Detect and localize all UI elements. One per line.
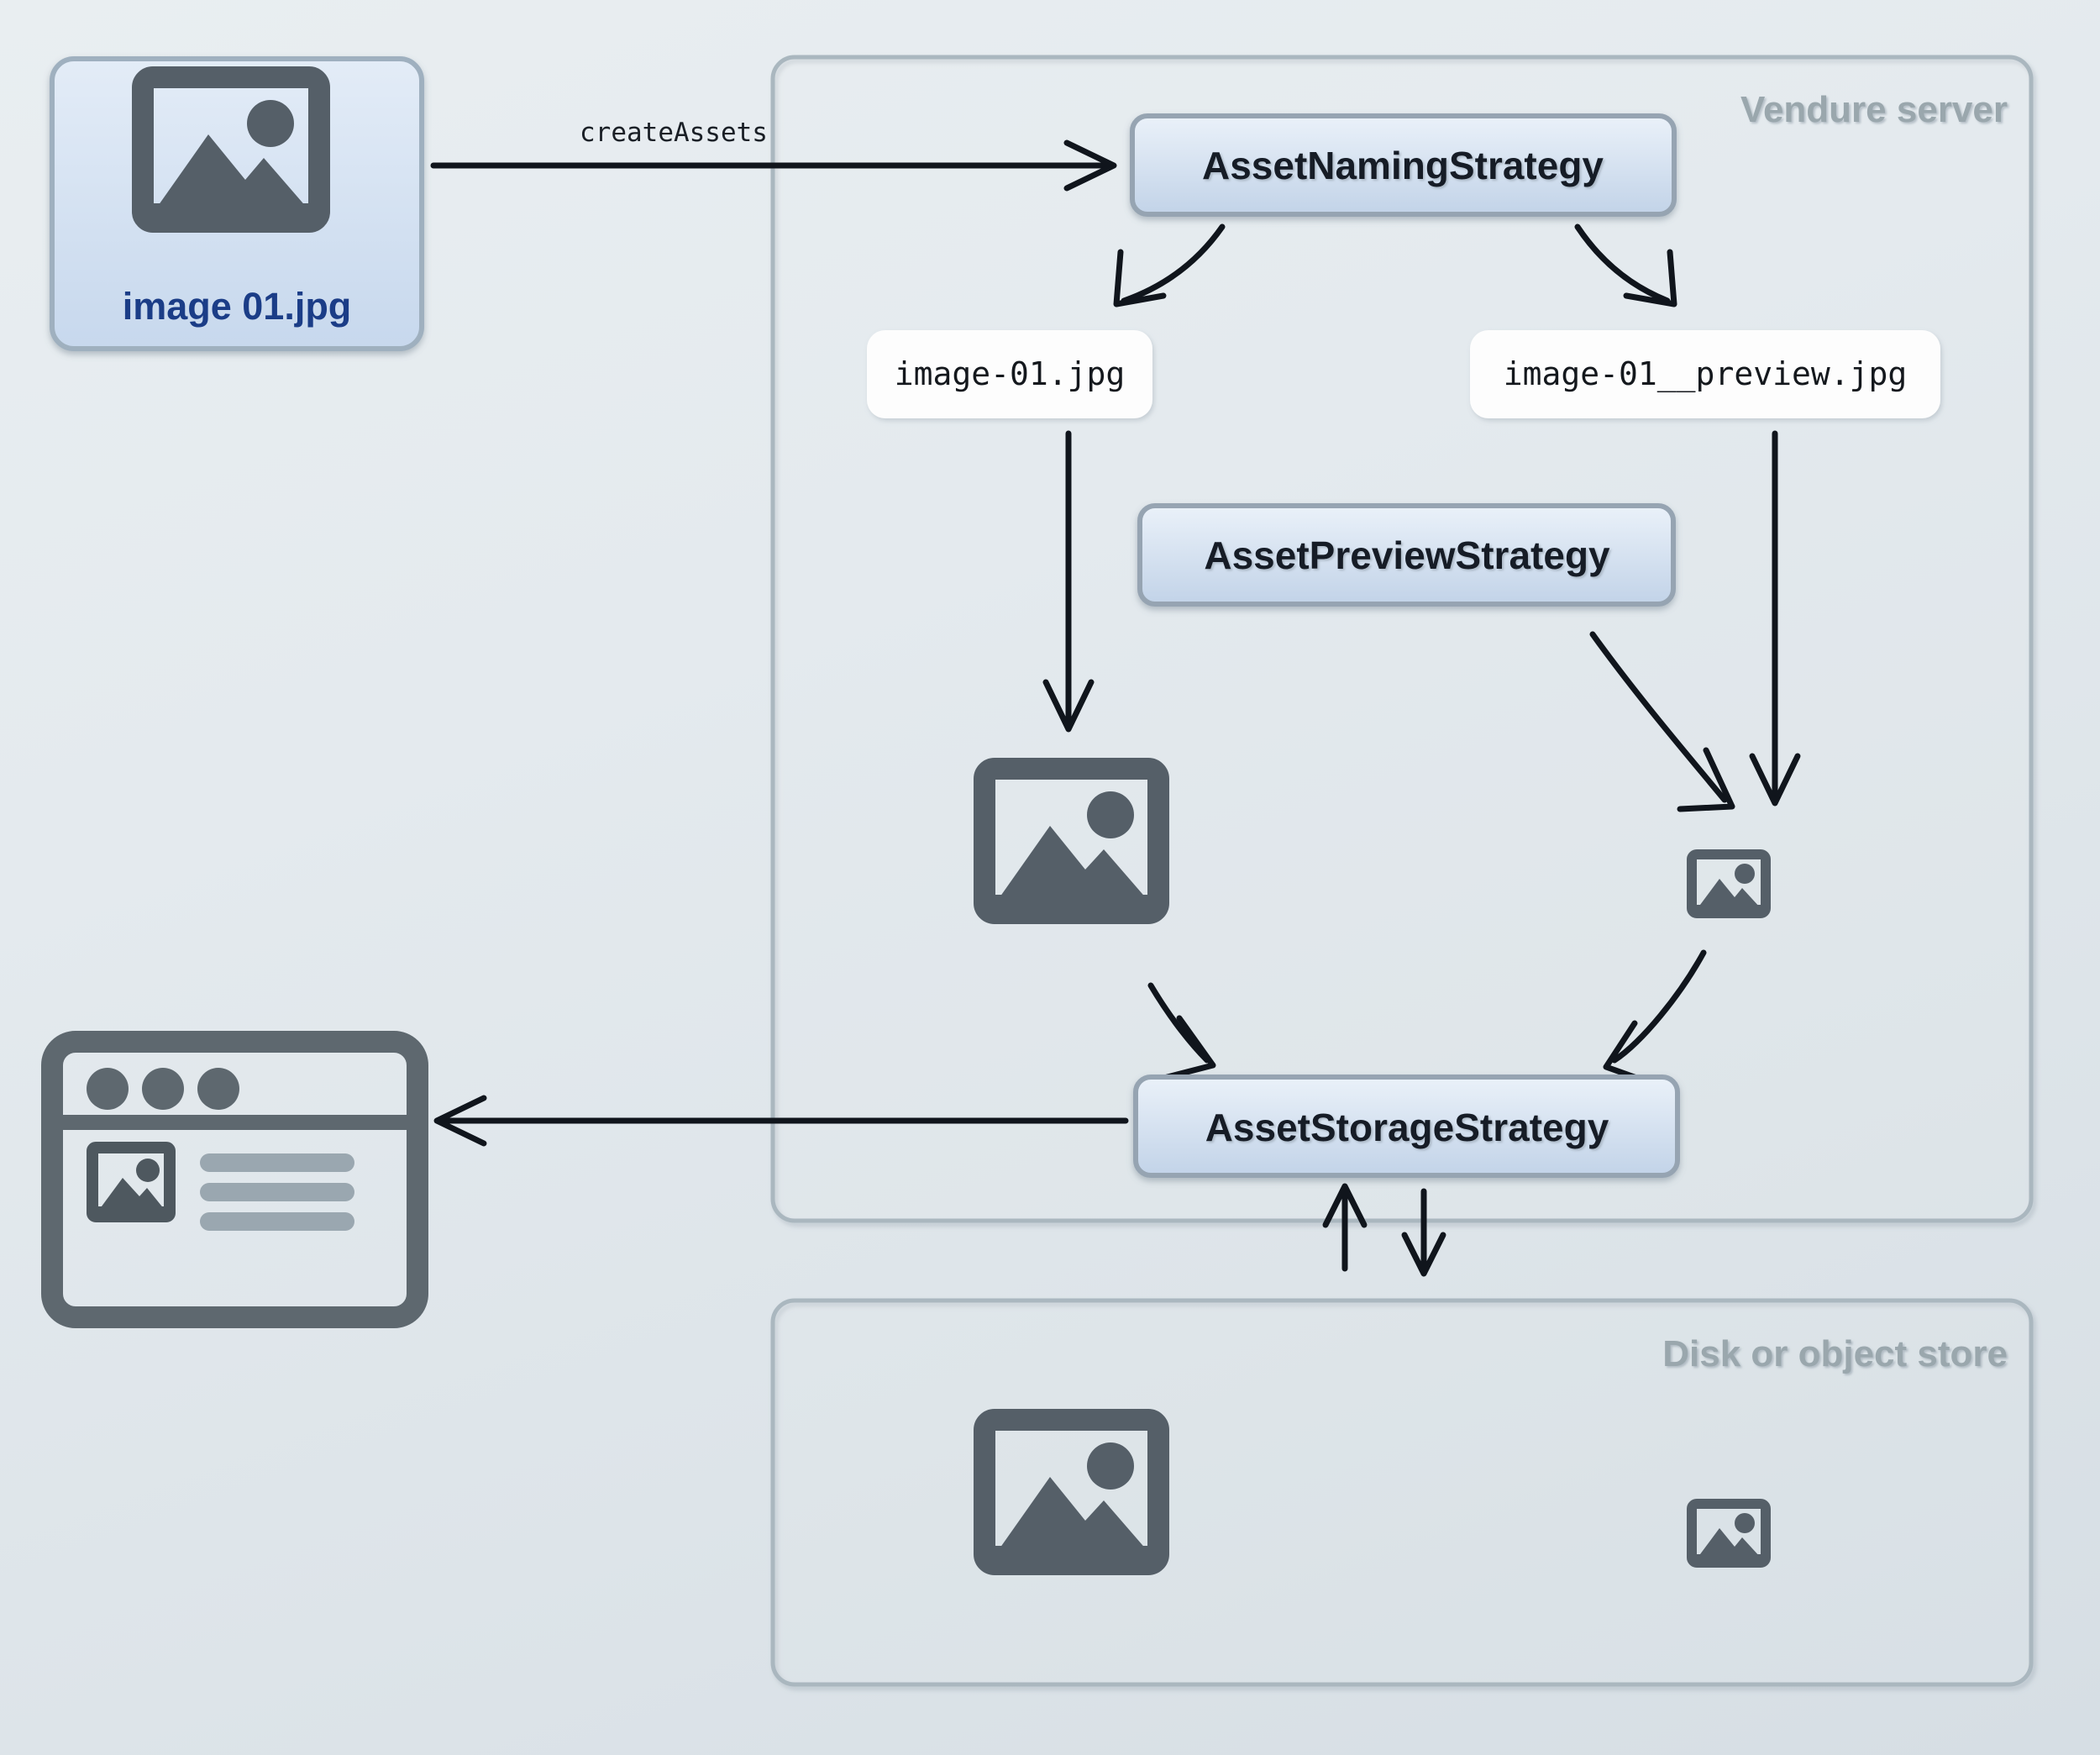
naming-to-preview-name-arrowhead	[1623, 249, 1677, 307]
browser-window-icon[interactable]	[41, 1031, 428, 1328]
browser-dot-3	[197, 1068, 239, 1110]
browser-dot-1	[87, 1068, 129, 1110]
storage-write-arrowhead	[1401, 1232, 1446, 1277]
edge-preview-strategy-to-thumb	[1589, 631, 1735, 812]
preview-name-to-thumb-arrowhead	[1749, 753, 1801, 807]
server-panel-label: Vendure server	[1740, 89, 2008, 130]
image-to-storage-arrowhead	[1161, 1015, 1216, 1081]
preview-filename-chip-bg	[1470, 330, 1940, 418]
source-filename-chip-bg	[867, 330, 1152, 418]
store-panel-label: Disk or object store	[1662, 1333, 2008, 1374]
store-image-preview	[1687, 1499, 1771, 1568]
source-asset-card[interactable]: image 01.jpg	[50, 56, 424, 351]
group-panel-server: Vendure server	[770, 55, 2034, 1223]
source-filename-label: image-01.jpg	[895, 355, 1126, 392]
edge-preview-name-to-thumb	[1749, 430, 1801, 807]
naming-to-source-name-arrowhead	[1113, 249, 1167, 307]
strategy-asset-storage[interactable]: AssetStorageStrategy	[1133, 1075, 1680, 1178]
filename-chip-source: image-01.jpg	[867, 330, 1152, 418]
thumb-to-storage-line	[1611, 949, 1707, 1064]
asset-storage-strategy-frame	[1133, 1075, 1680, 1178]
asset-storage-strategy-label: AssetStorageStrategy	[1205, 1106, 1609, 1149]
asset-preview-strategy-frame	[1137, 503, 1676, 607]
storage-read-arrowhead	[1322, 1183, 1368, 1228]
image-icon	[974, 758, 1169, 924]
asset-naming-strategy-label: AssetNamingStrategy	[1202, 144, 1604, 187]
browser-text-line-1	[200, 1153, 354, 1172]
edge-naming-to-source-name	[1113, 223, 1226, 307]
asset-naming-strategy-frame	[1130, 113, 1677, 217]
image-icon	[974, 1409, 1169, 1575]
edge-storage-to-browser	[433, 1095, 1129, 1147]
storage-to-browser-arrowhead	[433, 1095, 487, 1147]
group-panel-store: Disk or object store	[770, 1298, 2034, 1687]
browser-dot-2	[142, 1068, 184, 1110]
edge-naming-to-preview-name	[1574, 223, 1677, 307]
source-asset-label: image 01.jpg	[123, 285, 352, 328]
strategy-asset-naming[interactable]: AssetNamingStrategy	[1130, 113, 1677, 217]
asset-preview-strategy-label: AssetPreviewStrategy	[1204, 533, 1610, 577]
image-icon	[87, 1142, 176, 1222]
strategy-asset-preview[interactable]: AssetPreviewStrategy	[1137, 503, 1676, 607]
browser-text-line-2	[200, 1183, 354, 1201]
source-name-to-image-arrowhead	[1042, 679, 1095, 733]
edge-image-to-storage	[1147, 982, 1216, 1081]
image-icon	[1687, 1499, 1771, 1568]
create-assets-arrowhead	[1063, 139, 1117, 192]
image-icon	[1687, 849, 1771, 918]
image-icon	[132, 66, 330, 233]
create-assets-label: createAssets	[580, 118, 768, 148]
preview-strategy-to-thumb-arrowhead	[1677, 747, 1735, 812]
server-panel-frame	[770, 55, 2034, 1223]
edge-create-assets: createAssets	[430, 118, 1117, 192]
naming-to-source-name-line	[1121, 223, 1226, 304]
browser-text-line-3	[200, 1212, 354, 1231]
preview-filename-label: image-01__preview.jpg	[1504, 355, 1907, 393]
naming-to-preview-name-line	[1574, 223, 1671, 304]
edge-storage-read	[1322, 1183, 1368, 1272]
store-panel-frame	[770, 1298, 2034, 1687]
store-image-large	[974, 1409, 1169, 1575]
browser-window-frame	[41, 1031, 428, 1328]
server-image-large	[974, 758, 1169, 924]
edge-source-name-to-image	[1042, 430, 1095, 733]
preview-strategy-to-thumb-line	[1589, 631, 1728, 803]
server-image-preview	[1687, 849, 1771, 918]
filename-chip-preview: image-01__preview.jpg	[1470, 330, 1940, 418]
edge-storage-write	[1401, 1188, 1446, 1277]
